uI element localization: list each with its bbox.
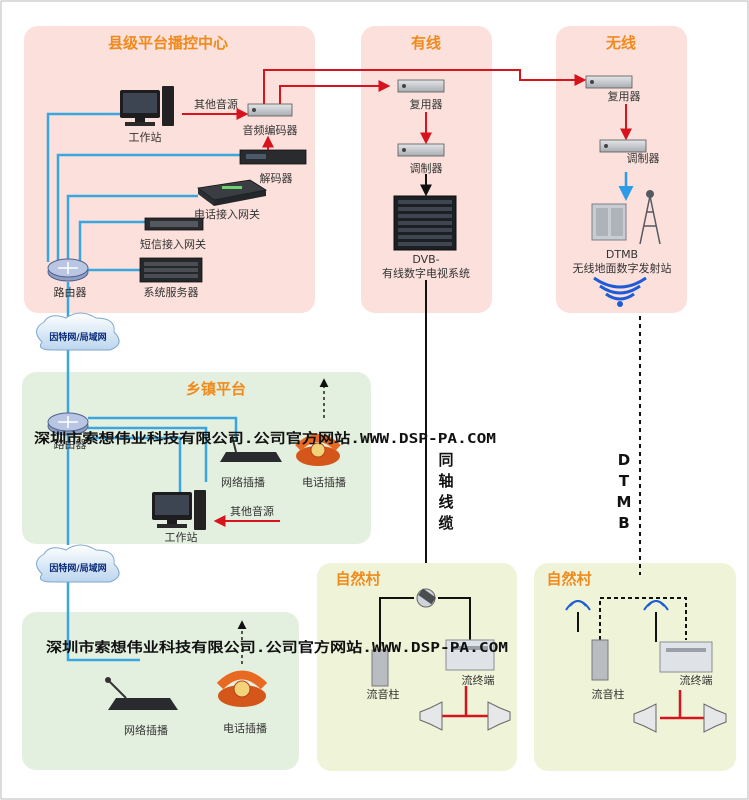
dvb-label-line1: DVB- — [412, 253, 439, 266]
village-wired-coupler — [416, 588, 436, 608]
wireless-panel: 无线 — [556, 26, 687, 313]
town-network-pager-label: 网络插播 — [221, 475, 265, 489]
wireless-signal-icon — [593, 276, 647, 307]
wireless-panel-title: 无线 — [605, 34, 636, 52]
watermark-upper: 深圳市索想伟业科技有限公司.公司官方网站.WWW.DSP-PA.COM — [34, 430, 496, 447]
county-workstation-label: 工作站 — [129, 130, 162, 144]
dtmb-link-label: D T M B — [617, 451, 632, 532]
town-workstation: 工作站 — [152, 490, 206, 544]
wired-modulator: 调制器 — [397, 143, 445, 175]
town-other-audio-label: 其他音源 — [230, 504, 274, 518]
decoder-label: 解码器 — [260, 171, 293, 185]
bottom-phone-insert-label: 电话插播 — [223, 721, 267, 735]
county-other-audio-label: 其他音源 — [194, 97, 238, 111]
dtmb-label-line2: 无线地面数字发射站 — [573, 261, 672, 275]
county-panel-title: 县级平台播控中心 — [108, 34, 228, 52]
town-router-label: 路由器 — [54, 437, 87, 451]
watermark-lower: 深圳市索想伟业科技有限公司.公司官方网站.WWW.DSP-PA.COM — [46, 639, 508, 656]
town-panel: 乡镇平台 — [22, 372, 371, 544]
svg-text:同: 同 — [438, 451, 453, 469]
decoder: 解码器 — [239, 135, 307, 185]
dtmb-station: DTMB 无线地面数字发射站 — [573, 190, 672, 275]
phone-gateway: 电话接入网关 — [194, 179, 268, 221]
village-wired-column-label: 流音柱 — [367, 687, 400, 701]
village-wireless-terminal: 流终端 — [659, 641, 713, 687]
wireless-modulator: 调制器 — [599, 139, 660, 165]
county-router: 路由器 — [47, 258, 89, 299]
svg-text:B: B — [618, 514, 629, 532]
village-wired-speakers — [419, 686, 511, 731]
system-server-label: 系统服务器 — [144, 286, 199, 299]
county-panel: 县级平台播控中心 — [24, 26, 315, 313]
cloud-lower-label: 因特网/局域网 — [49, 562, 106, 574]
village-wired-title: 自然村 — [335, 570, 380, 588]
system-server: 系统服务器 — [139, 257, 203, 299]
cloud-upper-label: 因特网/局域网 — [49, 331, 106, 343]
town-other-audio: 其他音源 — [213, 504, 280, 527]
svg-text:M: M — [617, 493, 632, 511]
town-network-pager: 网络插播 — [220, 435, 282, 489]
town-phone-insert: 电话插播 — [295, 434, 346, 489]
town-router: 路由器 — [47, 412, 89, 451]
village-wireless-column-label: 流音柱 — [592, 687, 625, 701]
town-panel-title: 乡镇平台 — [186, 380, 246, 398]
wireless-multiplexer: 复用器 — [585, 75, 641, 103]
dvb-label-line2: 有线数字电视系统 — [382, 266, 470, 280]
village-wireless-speakers — [633, 690, 727, 733]
svg-text:缆: 缆 — [438, 514, 453, 532]
village-wireless-terminal-label: 流终端 — [680, 673, 713, 687]
phone-gateway-label: 电话接入网关 — [194, 207, 260, 221]
county-other-audio: 其他音源 — [182, 97, 249, 120]
town-network-lines — [88, 416, 238, 510]
cloud-lower: 因特网/局域网 — [36, 544, 120, 583]
bottom-phone-insert: 电话插播 — [216, 670, 268, 735]
village-wireless-title: 自然村 — [546, 570, 591, 588]
wired-multiplexer-label: 复用器 — [410, 97, 443, 111]
dtmb-label-line1: DTMB — [606, 248, 638, 261]
village-wired-wiring — [379, 597, 471, 650]
town-phone-insert-label: 电话插播 — [302, 475, 346, 489]
wired-modulator-label: 调制器 — [410, 162, 443, 175]
svg-text:T: T — [619, 472, 630, 490]
audio-encoder: 音频编码器 — [243, 103, 298, 137]
village-wired-terminal: 流终端 — [445, 639, 495, 687]
bottom-network-pager: 网络插播 — [105, 677, 178, 737]
village-wired-terminal-label: 流终端 — [462, 673, 495, 687]
county-workstation: 工作站 — [120, 86, 174, 144]
wireless-multiplexer-label: 复用器 — [608, 89, 641, 103]
county-router-label: 路由器 — [54, 285, 87, 299]
village-wired-panel: 自然村 — [317, 563, 517, 771]
village-wireless-antennas — [565, 600, 669, 642]
sms-gateway: 短信接入网关 — [140, 217, 206, 251]
wired-panel-title: 有线 — [411, 34, 441, 52]
bottom-network-pager-label: 网络插播 — [124, 723, 168, 737]
town-workstation-label: 工作站 — [165, 530, 198, 544]
wired-multiplexer: 复用器 — [397, 79, 445, 111]
wireless-modulator-label: 调制器 — [627, 152, 660, 165]
coax-cable-label: 同 轴 线 缆 — [438, 451, 453, 532]
dvb-system: DVB- 有线数字电视系统 — [382, 195, 470, 280]
svg-text:D: D — [618, 451, 630, 469]
encoder-to-multiplexers — [263, 69, 587, 104]
cloud-upper: 因特网/局域网 — [36, 312, 120, 351]
village-wired-column: 流音柱 — [367, 649, 400, 701]
svg-text:轴: 轴 — [438, 472, 453, 490]
bottom-panel — [22, 612, 299, 770]
village-wireless-column: 流音柱 — [591, 639, 625, 701]
audio-encoder-label: 音频编码器 — [243, 123, 298, 137]
sms-gateway-label: 短信接入网关 — [140, 237, 206, 251]
village-wireless-wiring — [599, 597, 687, 640]
svg-text:线: 线 — [438, 493, 453, 511]
